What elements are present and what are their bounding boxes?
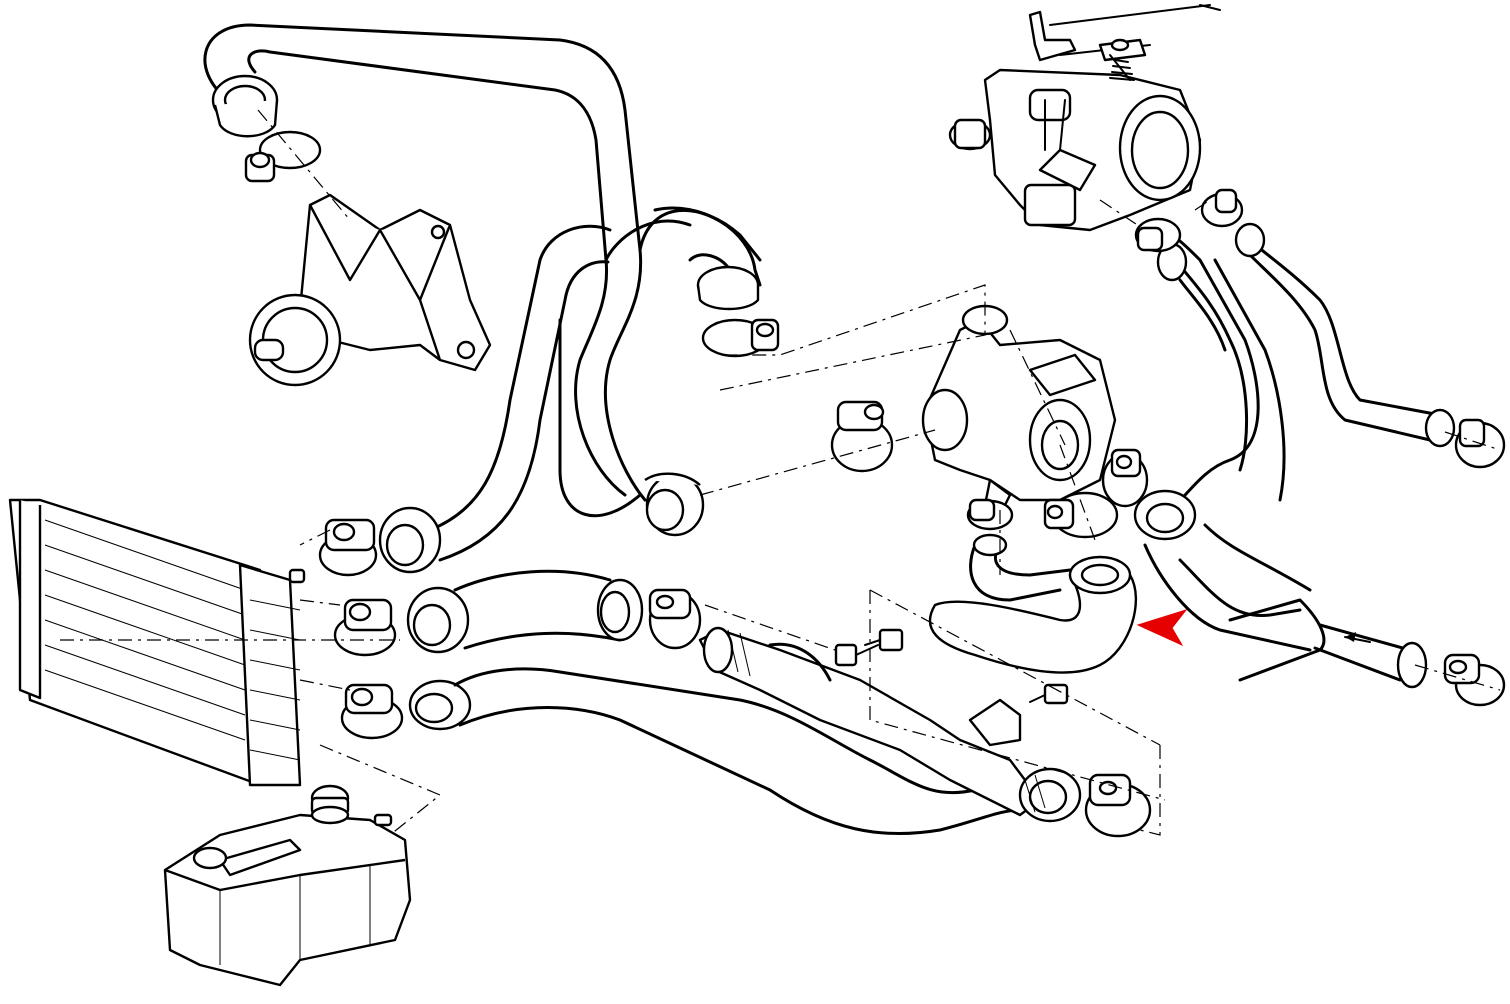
throttle-body [948,68,1202,232]
radiator-clamp-middle [333,598,397,657]
outlet-hose-clamp [648,588,702,650]
heater-return-hose [1133,234,1312,652]
lower-radiator-hose [453,667,1022,836]
throttle-linkage [1028,4,1221,81]
triangle-pointer-icon [1136,609,1188,647]
radiator-fins [44,519,246,741]
middle-radiator-hose [428,224,642,562]
heater-supply-hose-right [1234,222,1456,448]
mounting-bolt-left [834,643,879,667]
bypass-hose [653,206,762,311]
coolant-pipe [698,626,1042,817]
small-hose-clamp [966,498,1014,531]
heater-hose-end-clamp [1454,418,1506,469]
thermostat-housing [921,304,1117,517]
mounting-bolt-lower [1029,683,1069,705]
lower-hose-radiator-end [408,679,472,731]
radiator-clamp-upper [318,518,378,577]
mounting-bolt-upper [864,628,904,652]
pipe-outlet-end [1018,767,1082,823]
thermostat-clamp-center [1043,491,1119,539]
middle-hose-end [644,472,705,537]
expansion-tank [163,784,412,987]
upper-hose-end-clamp [211,74,279,138]
thermostat-small-hose [969,533,1072,602]
highlighted-hose [928,555,1138,674]
upper-hose-radiator-end [378,506,442,574]
heater-pipe-tee [1228,598,1428,689]
radiator [8,498,306,787]
upper-radiator-hose [203,23,762,502]
pipe-outlet-clamp [1084,773,1152,838]
thermostat-clamp-left [830,400,894,473]
radiator-outlet-hose [453,569,644,650]
red-pointer-arrow [1136,609,1188,647]
assembly-reference-lines [60,109,1501,836]
bypass-hose-clamp [701,318,780,358]
water-pump [248,193,492,387]
heater-supply-hose-left [1156,242,1249,472]
water-pump-clamp [244,130,322,183]
middle-hose-radiator-end [406,586,470,654]
heater-pipe-clamp [1443,653,1506,707]
throttle-hose-clamp-right [1200,188,1244,228]
throttle-hose-clamp-left [1134,217,1182,253]
thermostat-clamp-right [1101,448,1149,508]
radiator-clamp-lower [340,683,404,740]
